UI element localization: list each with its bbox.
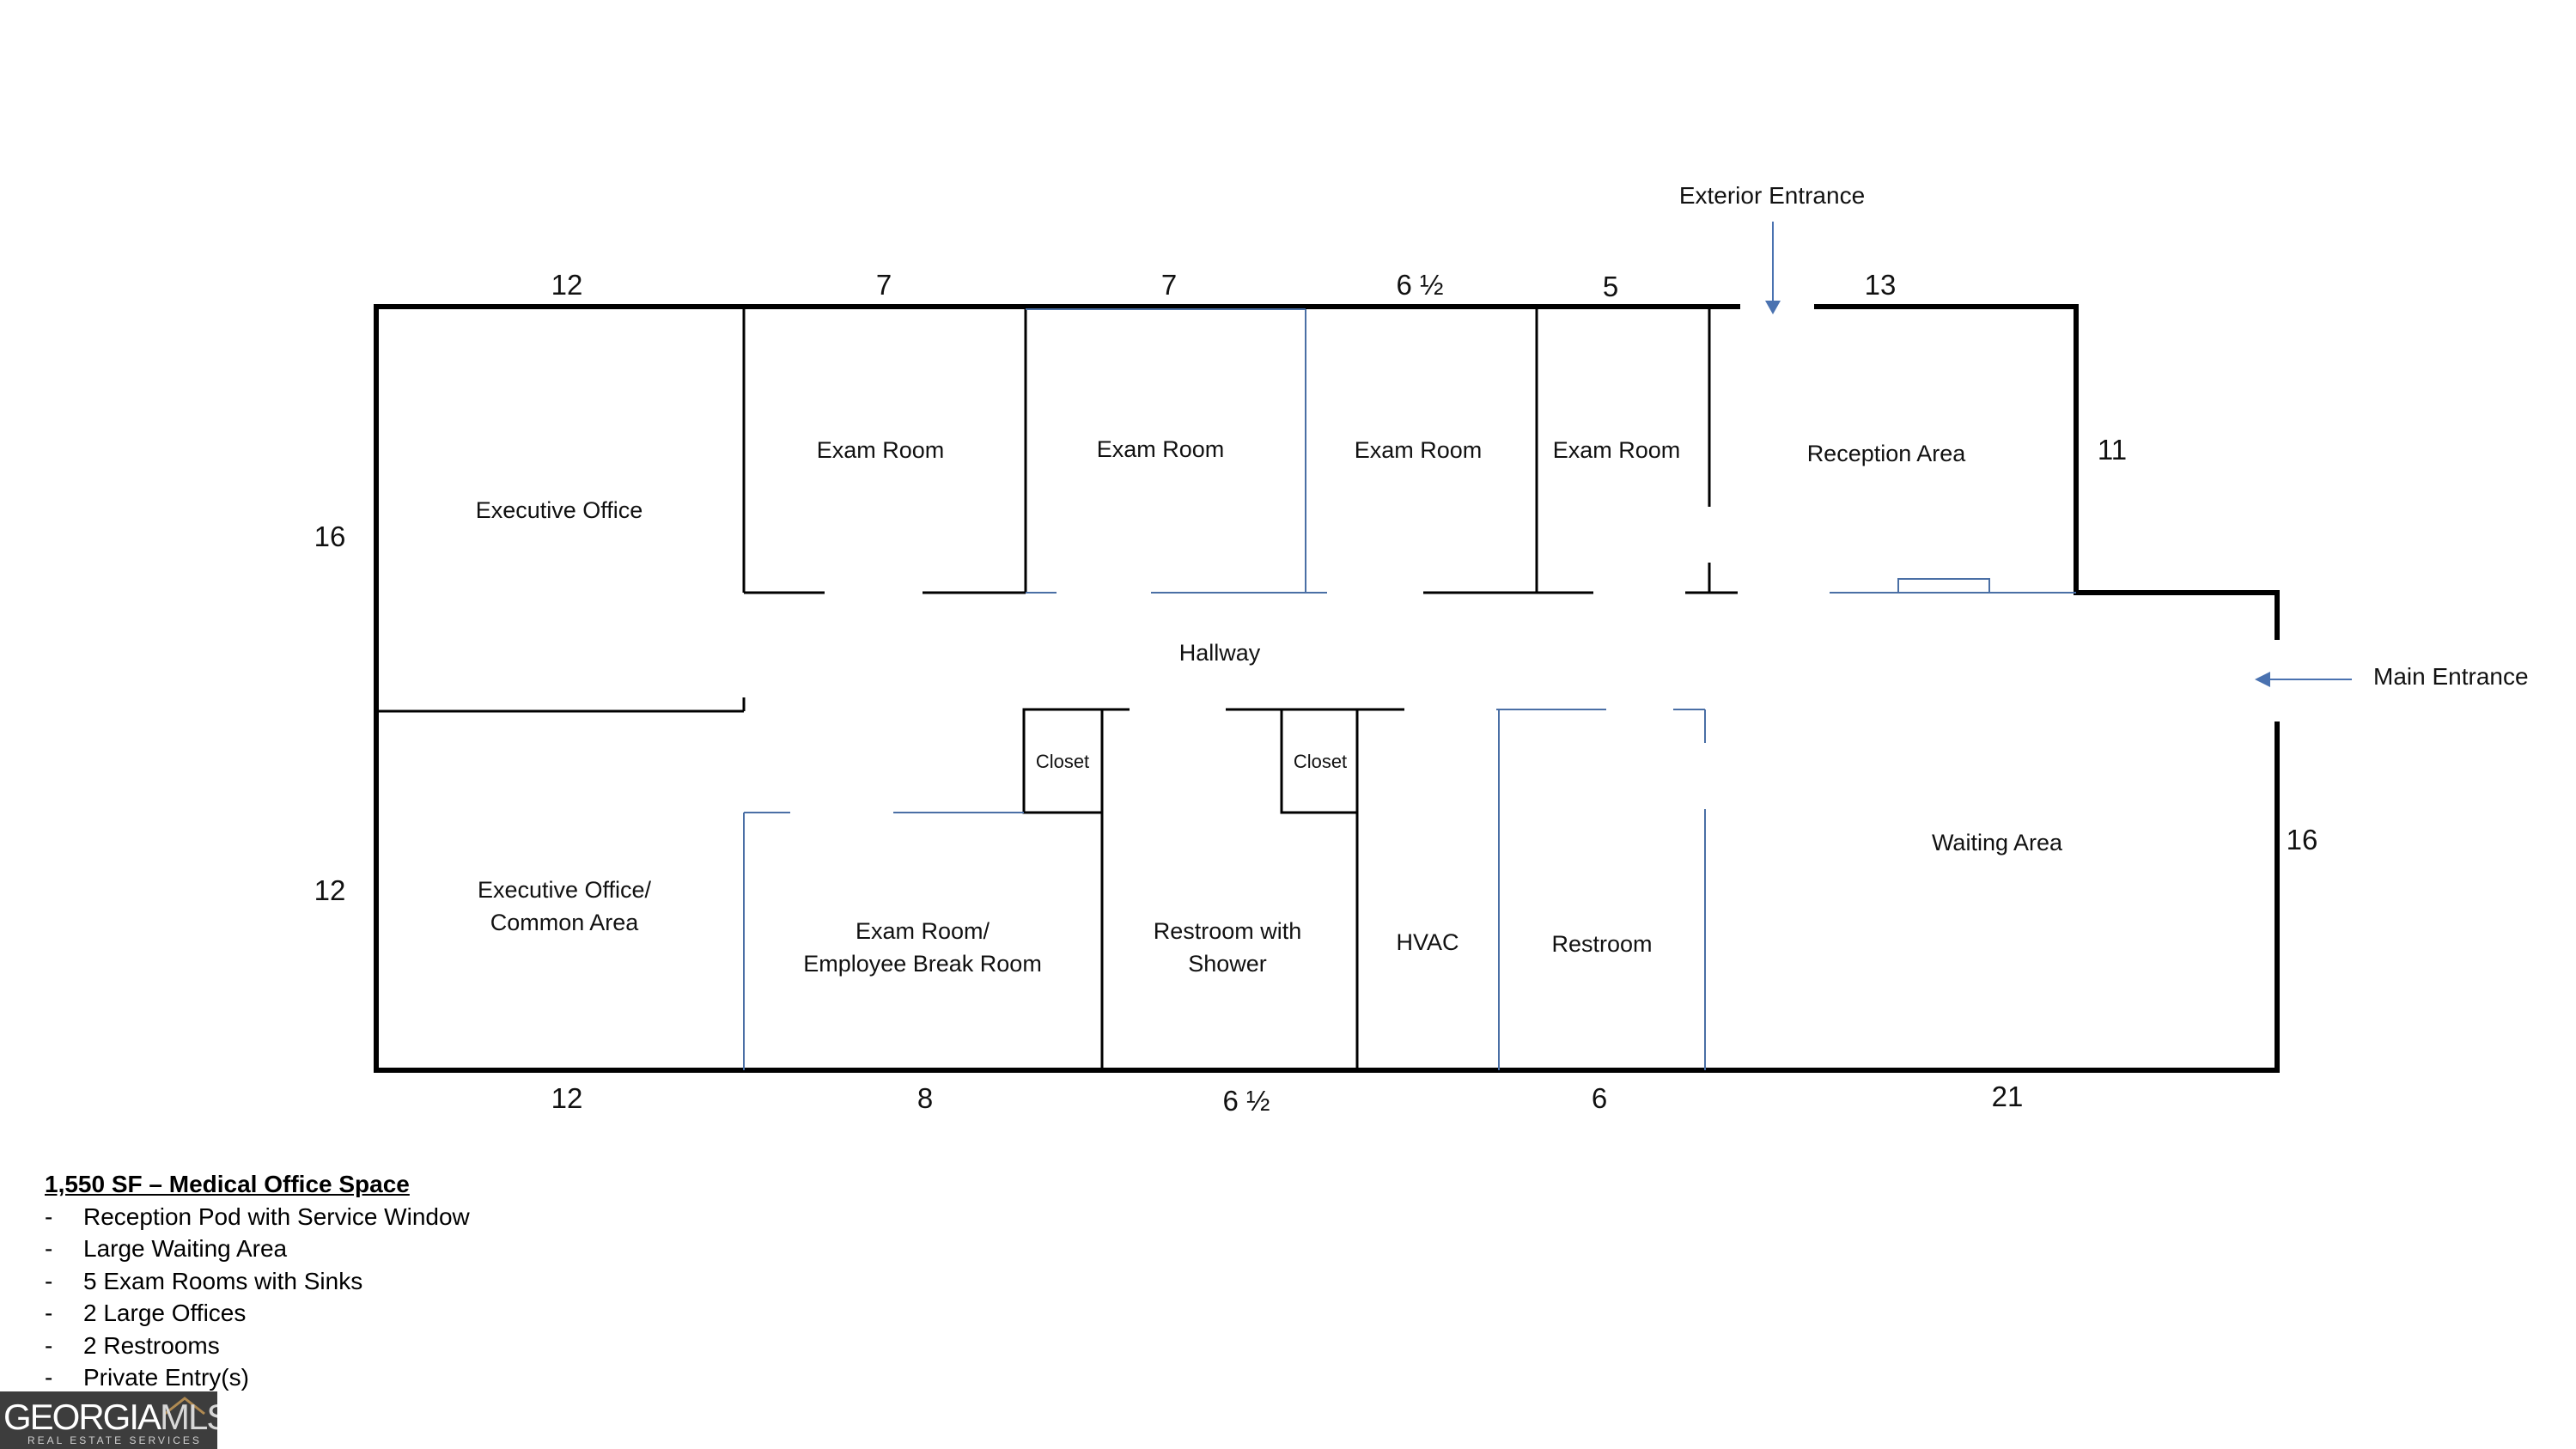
- feature-list-item: -Large Waiting Area: [45, 1233, 470, 1265]
- logo-wordmark: GEORGIAMLS: [3, 1397, 217, 1438]
- dimension-top-5: 5: [1603, 271, 1618, 302]
- feature-list-item-text: Private Entry(s): [83, 1364, 249, 1391]
- dimension-bottom-2: 8: [917, 1082, 933, 1114]
- room-label-executive-common-line2: Common Area: [490, 910, 640, 935]
- exterior-walls: [374, 304, 2280, 1073]
- room-label-hallway: Hallway: [1179, 640, 1261, 666]
- room-label-exam-room-3: Exam Room: [1355, 437, 1483, 463]
- room-label-exam-break-line2: Employee Break Room: [803, 951, 1042, 977]
- feature-list-item: -5 Exam Rooms with Sinks: [45, 1265, 470, 1298]
- feature-list-item: -Reception Pod with Service Window: [45, 1201, 470, 1233]
- dimension-top-2: 7: [876, 269, 892, 301]
- room-label-executive-common-line1: Executive Office/: [478, 877, 652, 903]
- room-label-hvac: HVAC: [1396, 929, 1459, 955]
- feature-list-item: -Private Entry(s): [45, 1361, 470, 1394]
- dimension-bottom-4: 6: [1592, 1082, 1607, 1114]
- room-label-waiting-area: Waiting Area: [1932, 830, 2063, 855]
- house-roof-icon: [164, 1397, 205, 1416]
- dimension-bottom-1: 12: [551, 1082, 583, 1114]
- exterior-entrance-label: Exterior Entrance: [1679, 182, 1865, 209]
- feature-list-item: -2 Restrooms: [45, 1330, 470, 1362]
- exterior-entrance-arrow: [1765, 222, 1781, 314]
- main-entrance-label: Main Entrance: [2373, 663, 2529, 690]
- logo-word-main: GEORGIA: [3, 1397, 161, 1437]
- dimension-top-6: 13: [1865, 269, 1897, 301]
- room-label-exam-room-1: Exam Room: [817, 437, 945, 463]
- main-entrance-arrow: [2255, 672, 2352, 687]
- room-label-restroom: Restroom: [1551, 931, 1652, 957]
- dimension-bottom-3: 6 ½: [1222, 1085, 1270, 1117]
- dimension-left-1: 16: [314, 521, 346, 552]
- dimension-top-4: 6 ½: [1396, 269, 1443, 301]
- logo-subtitle: REAL ESTATE SERVICES: [27, 1434, 202, 1446]
- room-label-closet-1: Closet: [1036, 751, 1089, 772]
- dimension-left-2: 12: [314, 874, 346, 906]
- room-label-executive-office: Executive Office: [476, 497, 643, 523]
- interior-walls-dark: [376, 309, 1738, 1070]
- dimension-bottom-5: 21: [1992, 1081, 2024, 1112]
- room-label-exam-room-4: Exam Room: [1553, 437, 1681, 463]
- feature-list-item-text: Reception Pod with Service Window: [83, 1202, 470, 1230]
- logo-word-accent: MLS: [160, 1397, 217, 1437]
- dimension-top-3: 7: [1161, 269, 1177, 301]
- interior-walls-light: [743, 308, 2076, 1070]
- room-label-closet-2: Closet: [1294, 751, 1347, 772]
- room-label-exam-break-line1: Exam Room/: [856, 918, 990, 944]
- feature-list-title: 1,550 SF – Medical Office Space: [45, 1171, 410, 1197]
- feature-list-item-text: Large Waiting Area: [83, 1235, 288, 1262]
- dimension-right-2: 16: [2287, 824, 2318, 855]
- feature-list-item-text: 2 Restrooms: [83, 1331, 220, 1359]
- feature-list-item-text: 5 Exam Rooms with Sinks: [83, 1267, 363, 1294]
- room-label-reception-area: Reception Area: [1807, 441, 1967, 466]
- feature-list: 1,550 SF – Medical Office Space -Recepti…: [45, 1168, 470, 1394]
- feature-list-item: -2 Large Offices: [45, 1297, 470, 1330]
- georgia-mls-logo: GEORGIAMLS REAL ESTATE SERVICES: [0, 1391, 217, 1449]
- dimension-top-1: 12: [551, 269, 583, 301]
- dimension-right-1: 11: [2098, 434, 2127, 466]
- room-label-restroom-shower-line2: Shower: [1188, 951, 1267, 977]
- room-label-exam-room-2: Exam Room: [1097, 436, 1225, 462]
- room-label-restroom-shower-line1: Restroom with: [1154, 918, 1302, 944]
- feature-list-item-text: 2 Large Offices: [83, 1300, 247, 1326]
